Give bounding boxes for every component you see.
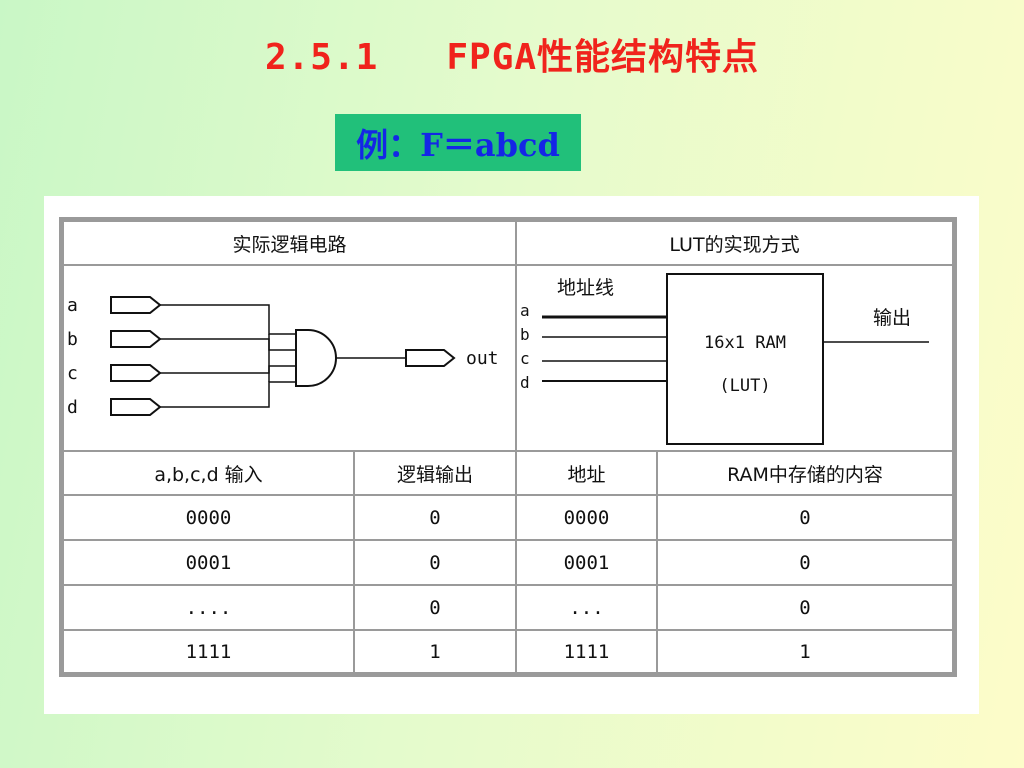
table-cell: 0 — [353, 584, 517, 631]
address-lines — [542, 315, 667, 382]
lut-input-a: a — [520, 301, 530, 320]
lut-output-label: 输出 — [873, 307, 911, 329]
lut-input-c: c — [520, 349, 530, 368]
input-pins — [110, 296, 162, 416]
circuit-input-d: d — [67, 397, 78, 418]
col-header-address: 地址 — [515, 450, 658, 496]
circuit-output-label: out — [466, 348, 499, 369]
circuit-input-b: b — [67, 329, 78, 350]
example-text: 例：F＝abcd — [356, 125, 560, 164]
table-cell: 0 — [353, 494, 517, 541]
and-gate-svg: a b c d — [67, 295, 499, 418]
ram-sublabel: (LUT) — [719, 376, 770, 396]
table-cell: 0000 — [515, 494, 658, 541]
and-gate — [295, 329, 337, 387]
col-header-inputs: a,b,c,d 输入 — [62, 450, 355, 496]
header-circuit: 实际逻辑电路 — [62, 220, 517, 266]
lut-table: 实际逻辑电路 LUT的实现方式 a b c d — [59, 217, 957, 677]
ram-block — [666, 273, 824, 445]
slide-title: 2.5.1 FPGA性能结构特点 — [264, 37, 760, 78]
example-box: 例：F＝abcd — [335, 114, 581, 171]
address-line-label: 地址线 — [557, 277, 614, 299]
table-cell: 0001 — [515, 539, 658, 586]
table-cell: 0 — [656, 584, 954, 631]
ram-label: 16x1 RAM — [704, 333, 786, 353]
col-header-ram-content: RAM中存储的内容 — [656, 450, 954, 496]
circuit-input-a: a — [67, 295, 78, 316]
logic-circuit-diagram: a b c d — [62, 264, 517, 452]
table-cell: 1 — [353, 629, 517, 674]
lut-input-d: d — [520, 373, 530, 392]
table-cell: 0 — [353, 539, 517, 586]
lut-diagram: 地址线 a b c d 16x1 RAM (LUT) 输出 — [515, 264, 954, 452]
table-cell: 0 — [656, 494, 954, 541]
lut-svg: 地址线 a b c d 16x1 RAM (LUT) 输出 — [520, 273, 929, 445]
content-panel: 实际逻辑电路 LUT的实现方式 a b c d — [44, 196, 979, 714]
table-cell: 1 — [656, 629, 954, 674]
table-cell: 0000 — [62, 494, 355, 541]
circuit-input-c: c — [67, 363, 78, 384]
table-cell: .... — [62, 584, 355, 631]
table-cell: ... — [515, 584, 658, 631]
output-pin — [405, 349, 456, 367]
table-cell: 1111 — [515, 629, 658, 674]
col-header-logic-output: 逻辑输出 — [353, 450, 517, 496]
table-cell: 1111 — [62, 629, 355, 674]
input-wires — [160, 304, 296, 408]
header-lut: LUT的实现方式 — [515, 220, 954, 266]
lut-input-b: b — [520, 325, 530, 344]
table-cell: 0 — [656, 539, 954, 586]
table-cell: 0001 — [62, 539, 355, 586]
